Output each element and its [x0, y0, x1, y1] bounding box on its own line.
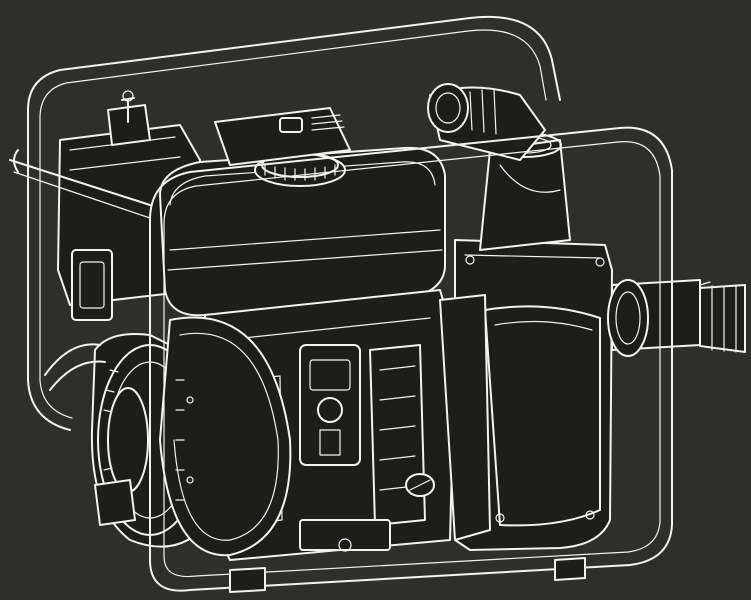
outlet-elbow — [427, 83, 571, 251]
base-feet — [94, 479, 586, 593]
inlet-nozzle — [607, 279, 746, 357]
front-frame — [9, 126, 673, 592]
flywheel-cover — [159, 316, 292, 557]
pump-housing — [439, 239, 613, 551]
fuel-tank — [159, 107, 446, 317]
rear-frame — [27, 16, 561, 431]
